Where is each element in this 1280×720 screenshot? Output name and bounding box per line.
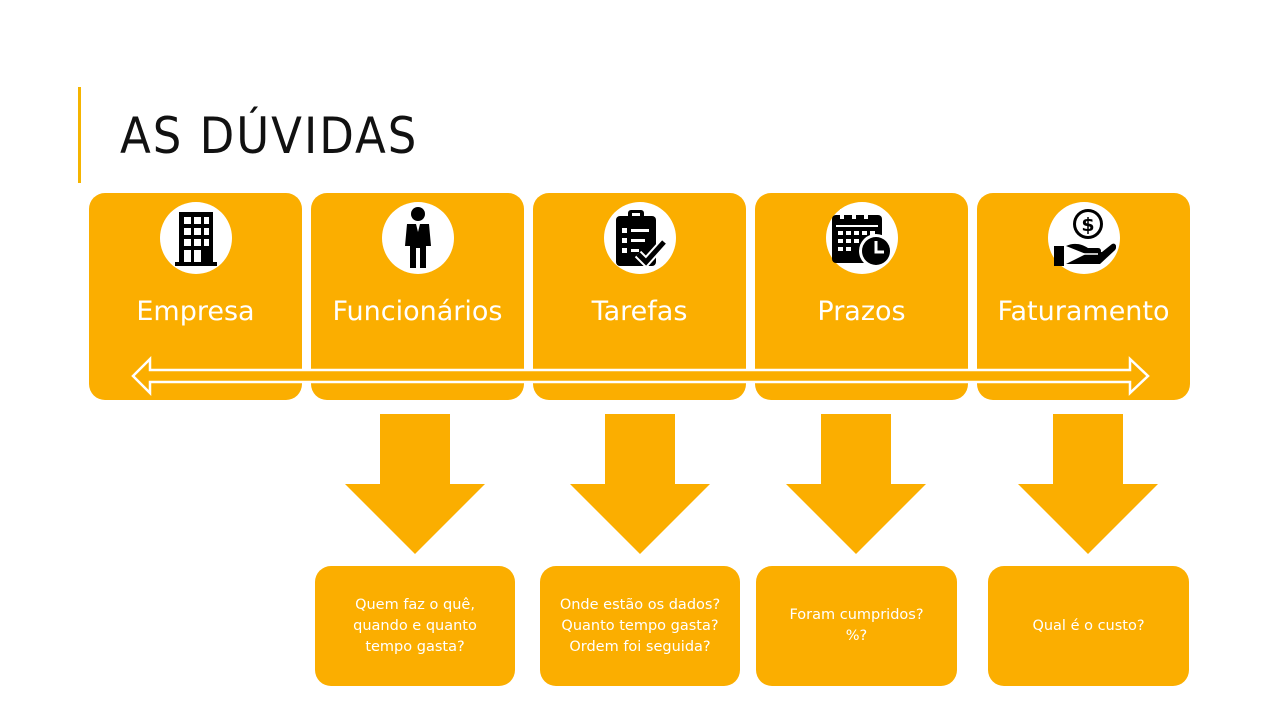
question-box-funcionarios: Quem faz o quê, quando e quanto tempo ga… <box>315 566 515 686</box>
question-box-faturamento: Qual é o custo? <box>988 566 1189 686</box>
svg-text:$: $ <box>1081 214 1094 236</box>
down-arrow <box>786 414 926 554</box>
question-text: Onde estão os dados? Quanto tempo gasta?… <box>560 595 720 658</box>
down-arrow <box>1018 414 1158 554</box>
card-prazos: Prazos <box>755 193 968 400</box>
question-line: %? <box>845 628 868 644</box>
card-tarefas: Tarefas <box>533 193 746 400</box>
office-building-icon <box>159 202 232 274</box>
question-text: Foram cumpridos? %? <box>789 605 923 647</box>
question-line: Foram cumpridos? <box>789 607 924 623</box>
card-label: Faturamento <box>997 296 1170 327</box>
calendar-clock-icon <box>825 202 898 274</box>
card-label: Funcionários <box>332 296 503 327</box>
question-box-prazos: Foram cumpridos? %? <box>756 566 957 686</box>
question-line: tempo gasta? <box>365 638 465 655</box>
question-line: Quanto tempo gasta? <box>561 617 719 634</box>
down-arrow <box>345 414 485 554</box>
question-line: Quem faz o quê, <box>355 596 475 613</box>
card-empresa: Empresa <box>89 193 302 400</box>
question-box-tarefas: Onde estão os dados? Quanto tempo gasta?… <box>540 566 740 686</box>
card-label: Empresa <box>136 296 255 327</box>
question-line: Qual é o custo? <box>1032 617 1145 634</box>
question-text: Quem faz o quê, quando e quanto tempo ga… <box>353 595 477 658</box>
person-icon <box>381 202 454 274</box>
title-accent-bar <box>78 87 81 183</box>
slide-title: AS DÚVIDAS <box>120 107 419 165</box>
question-line: Ordem foi seguida? <box>569 638 711 655</box>
question-line: quando e quanto <box>353 617 477 634</box>
card-label: Tarefas <box>591 296 688 327</box>
down-arrow <box>570 414 710 554</box>
card-faturamento: $ Faturamento <box>977 193 1190 400</box>
hand-money-icon: $ <box>1047 202 1120 274</box>
card-label: Prazos <box>817 296 906 327</box>
question-line: Onde estão os dados? <box>559 596 721 613</box>
question-text: Qual é o custo? <box>1032 616 1144 637</box>
card-funcionarios: Funcionários <box>311 193 524 400</box>
clipboard-check-icon <box>603 202 676 274</box>
